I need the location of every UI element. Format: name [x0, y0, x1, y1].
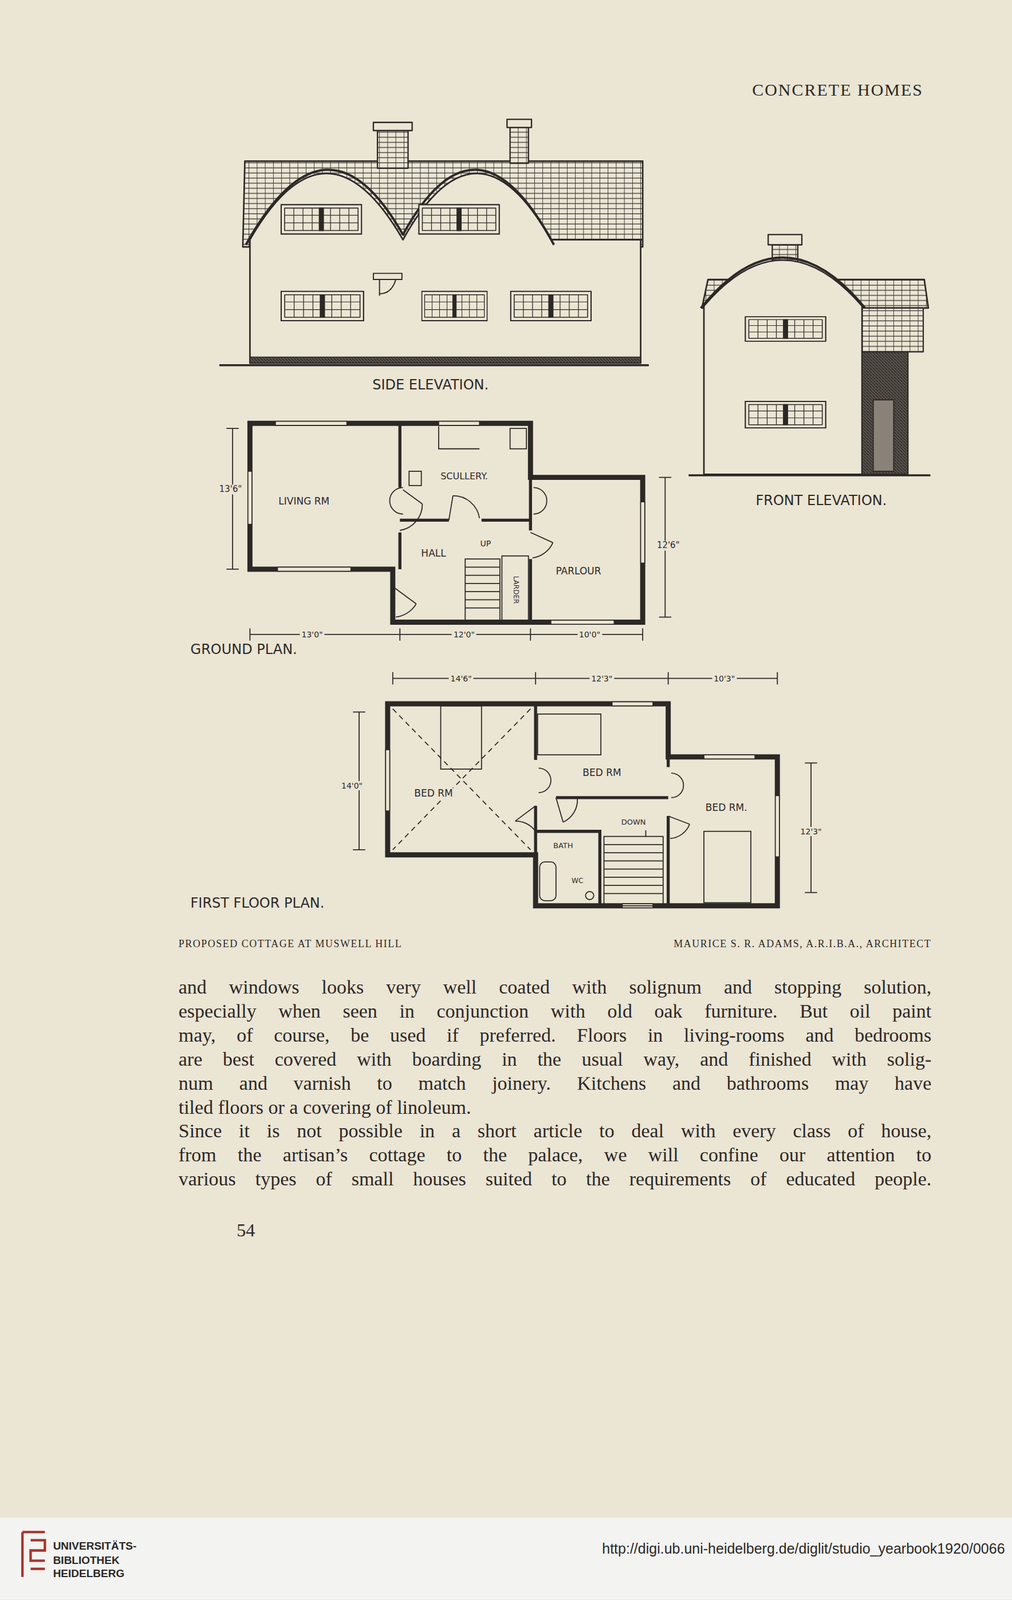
plan-label: HALL — [419, 548, 448, 560]
footer-band — [0, 1518, 1012, 1600]
library-name: HEIDELBERG — [53, 1568, 125, 1581]
dimension: 12'3" — [798, 827, 824, 837]
library-logo — [22, 1532, 45, 1577]
plan-label: BED RM — [580, 767, 623, 779]
plan-label: PARLOUR — [553, 565, 603, 578]
plan-label: SIDE ELEVATION. — [370, 377, 491, 395]
credit-line: MAURICE S. R. ADAMS, A.R.I.B.A., ARCHITE… — [673, 937, 932, 950]
plan-label: LARDER — [511, 573, 520, 606]
dimension: 14'0" — [339, 781, 365, 791]
dimension: 12'6" — [655, 540, 682, 551]
dimension: 14'6" — [449, 673, 474, 683]
plan-label: WC — [569, 877, 585, 886]
library-name: UNIVERSITÄTS- — [53, 1540, 137, 1553]
dimension: 13'6" — [217, 484, 244, 495]
dimension: 13'0" — [300, 629, 325, 640]
plan-label: BATH — [551, 841, 576, 850]
body-text-line: especially when seen in conjunction with… — [178, 1000, 932, 1023]
dimension: 12'3" — [589, 673, 614, 683]
dimension: 10'3" — [711, 673, 737, 683]
figure-caption: PROPOSED COTTAGE AT MUSWELL HILL — [178, 937, 403, 950]
body-text-line: are best covered with boarding in the us… — [178, 1048, 932, 1071]
plan-label: GROUND PLAN. — [188, 642, 299, 659]
source-url: http://digi.ub.uni-heidelberg.de/diglit/… — [601, 1540, 1005, 1558]
front-elevation — [688, 234, 931, 476]
dimension: 12'0" — [451, 629, 477, 640]
plan-label: BED RM. — [703, 802, 750, 814]
plan-label: FRONT ELEVATION. — [753, 493, 889, 510]
library-name: BIBLIOTHEK — [53, 1554, 120, 1567]
body-text-line: and windows looks very well coated with … — [178, 976, 932, 999]
plan-label: BED RM — [412, 788, 455, 800]
ground-plan — [226, 421, 672, 641]
dimension: 10'0" — [577, 629, 602, 640]
plan-label: SCULLERY. — [438, 471, 490, 482]
first-floor-plan — [352, 672, 817, 908]
plan-label: DOWN — [619, 817, 648, 827]
plan-label: UP — [478, 538, 494, 549]
plan-label: FIRST FLOOR PLAN. — [188, 895, 327, 912]
body-text-line: from the artisan’s cottage to the palace… — [178, 1144, 932, 1167]
body-text-line: various types of small houses suited to … — [178, 1168, 932, 1191]
plan-label: LIVING RM — [276, 496, 332, 509]
body-text-line: num and varnish to match joinery. Kitche… — [178, 1072, 932, 1095]
page-number: 54 — [236, 1219, 255, 1242]
body-text-line: tiled floors or a covering of linoleum. — [178, 1096, 472, 1119]
running-head: CONCRETE HOMES — [751, 80, 924, 101]
body-text-line: may, of course, be used if preferred. Fl… — [178, 1024, 932, 1047]
side-elevation — [219, 119, 649, 365]
body-text-line: Since it is not possible in a short arti… — [178, 1120, 932, 1143]
